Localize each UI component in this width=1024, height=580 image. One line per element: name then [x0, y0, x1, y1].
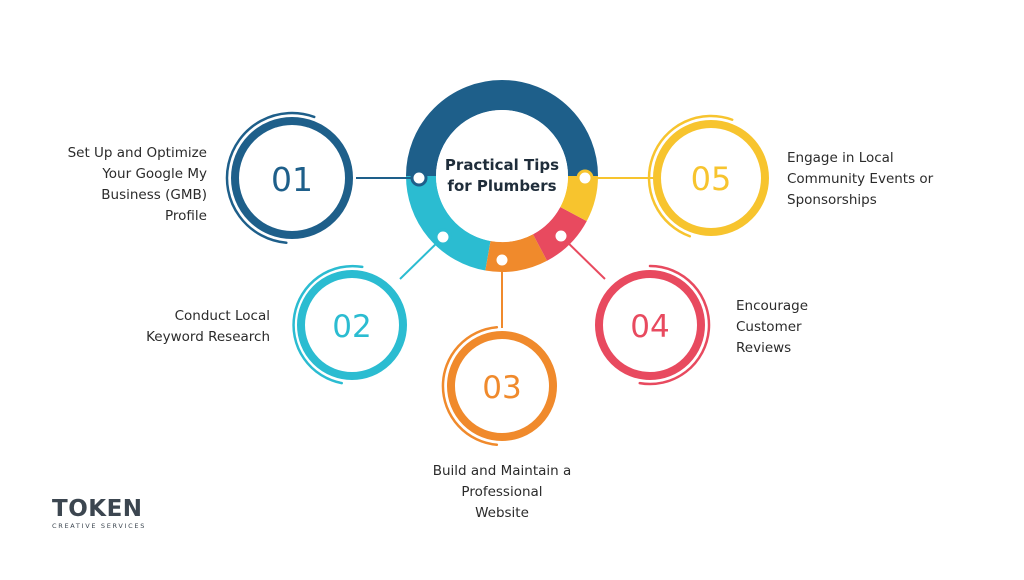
step-02-label-line: Conduct Local — [174, 308, 270, 324]
step-03-ring — [447, 331, 557, 441]
center-ring — [406, 80, 598, 272]
dot-02 — [434, 228, 452, 246]
step-03-label-line: Professional — [461, 484, 543, 500]
ring-segment-orange — [485, 234, 548, 272]
step-01-ring — [231, 117, 353, 239]
step-04-number: 04 — [630, 309, 669, 345]
step-01: 01 — [225, 111, 353, 244]
step-05-label-line: Sponsorships — [787, 192, 877, 208]
step-02: 02 — [292, 264, 407, 385]
step-05-ring — [653, 120, 769, 236]
logo-tagline: CREATIVE SERVICES — [52, 522, 147, 530]
connectors — [356, 177, 655, 328]
connector-04 — [560, 235, 606, 280]
dot-05 — [576, 169, 594, 187]
step-03-outer-arc — [441, 325, 499, 447]
step-01-label-line: Profile — [165, 208, 207, 224]
step-04-outer-arc — [638, 264, 711, 386]
step-01-label: Set Up and Optimize Your Google My Busin… — [7, 143, 207, 227]
step-04-label-line: Encourage — [736, 298, 809, 314]
dot-01 — [410, 169, 428, 187]
step-04-label-line: Customer — [736, 319, 802, 335]
step-03-label-line: Website — [475, 505, 529, 521]
step-05-number: 05 — [691, 160, 732, 198]
connector-dots — [410, 169, 594, 269]
step-04: 04 — [595, 264, 711, 386]
step-01-label-line: Business (GMB) — [101, 187, 207, 203]
step-05-label: Engage in Local Community Events or Spon… — [787, 148, 987, 211]
step-03: 03 — [441, 325, 557, 447]
step-02-label-line: Keyword Research — [146, 329, 270, 345]
center-circle — [436, 110, 568, 242]
step-05-label-line: Engage in Local — [787, 150, 894, 166]
center-title-line2: for Plumbers — [447, 177, 556, 195]
step-02-ring — [297, 270, 407, 380]
step-04-label: Encourage Customer Reviews — [736, 296, 896, 359]
step-04-label-line: Reviews — [736, 340, 792, 356]
ring-segment-dark-blue — [406, 80, 598, 177]
connector-02 — [399, 236, 444, 280]
company-logo: TOKEN CREATIVE SERVICES — [52, 497, 146, 530]
step-01-label-line: Your Google My — [102, 166, 207, 182]
step-02-outer-arc — [292, 264, 364, 385]
dot-03 — [493, 251, 511, 269]
step-02-number: 02 — [332, 309, 371, 345]
step-05-outer-arc — [647, 114, 734, 238]
logo-name: TOKEN — [52, 496, 143, 522]
step-01-number: 01 — [271, 160, 313, 199]
step-04-ring — [595, 270, 705, 380]
step-05-label-line: Community Events or — [787, 171, 934, 187]
step-02-label: Conduct Local Keyword Research — [70, 306, 270, 348]
step-01-outer-arc — [225, 111, 316, 244]
center-title-line1: Practical Tips — [445, 156, 559, 174]
step-05: 05 — [647, 114, 769, 238]
dot-04 — [552, 227, 570, 245]
ring-segment-cyan — [406, 175, 492, 271]
step-03-label: Build and Maintain a Professional Websit… — [402, 461, 602, 524]
step-03-label-line: Build and Maintain a — [432, 463, 572, 479]
step-01-label-line: Set Up and Optimize — [67, 145, 207, 161]
step-03-number: 03 — [482, 370, 521, 406]
